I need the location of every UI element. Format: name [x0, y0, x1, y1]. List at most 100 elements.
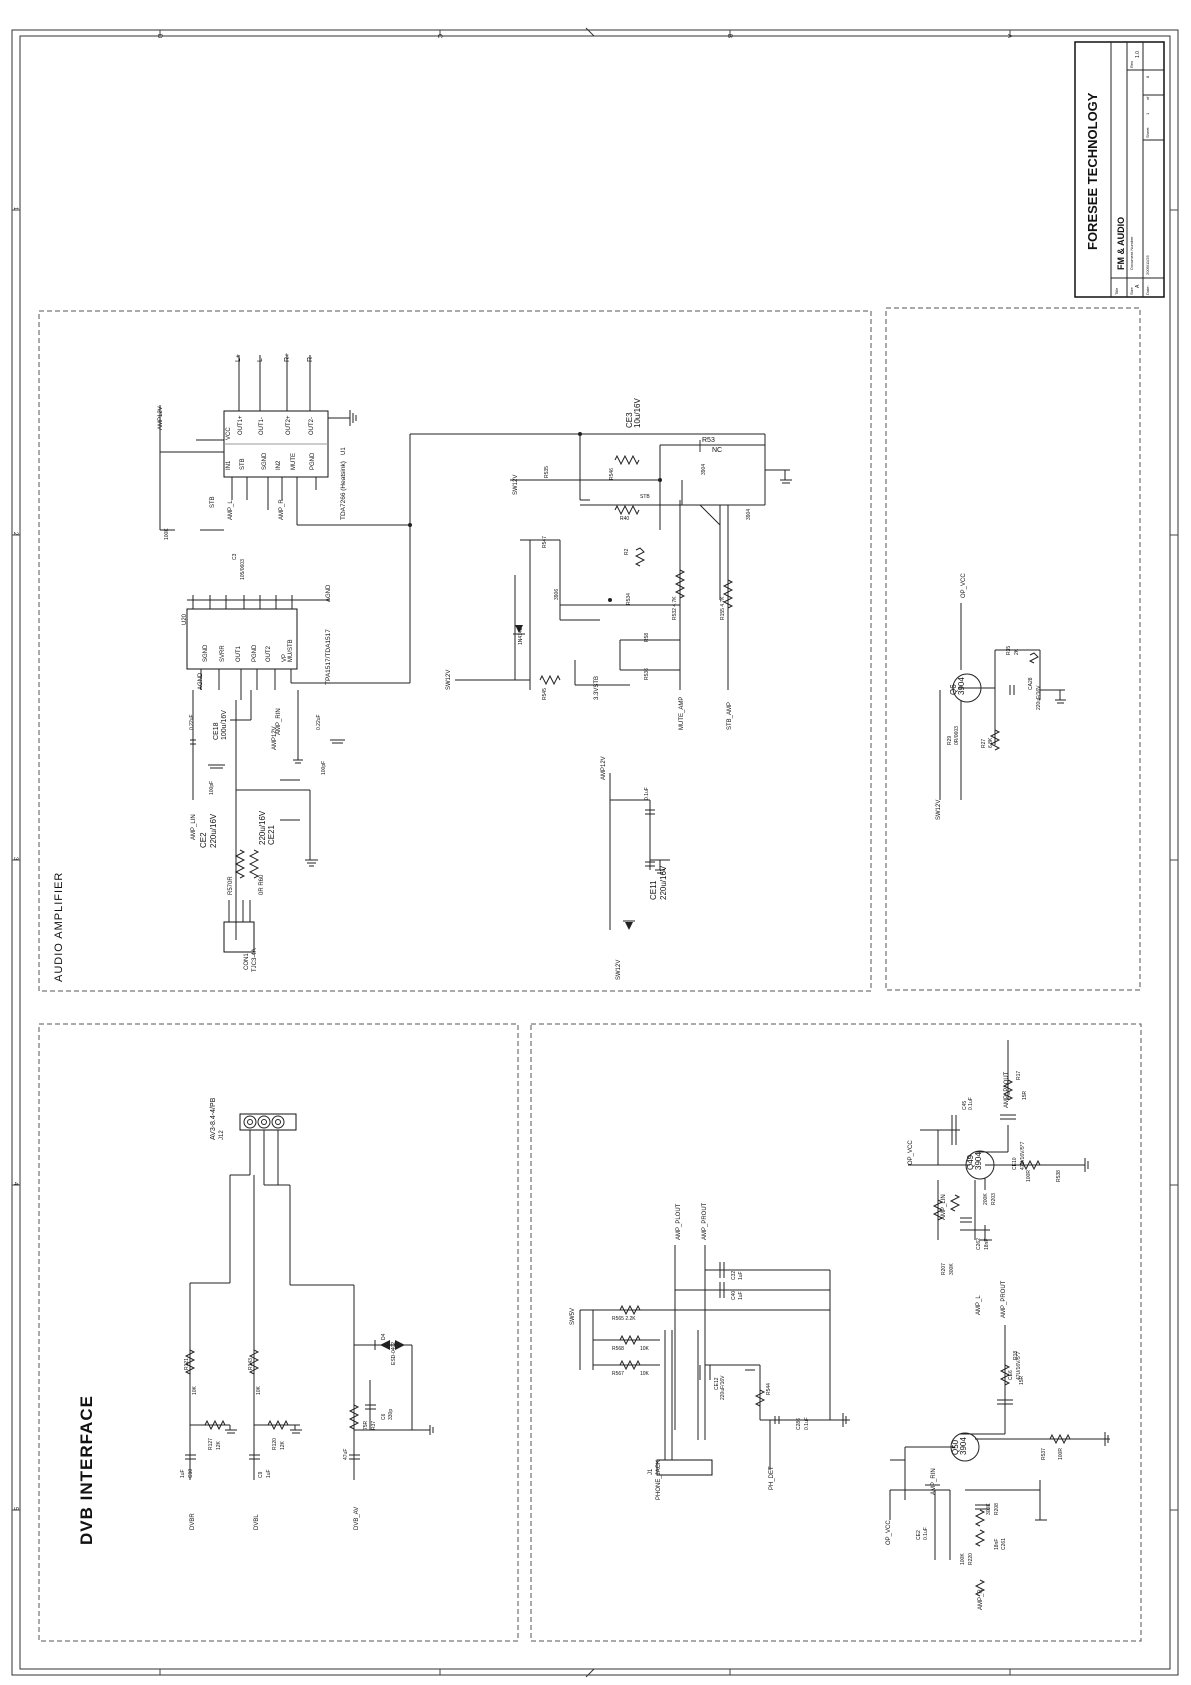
net-lm: L-	[257, 355, 264, 362]
ca28-val: 220uF/16V	[1036, 685, 1042, 710]
net-amp-prout-2: AMP_PROUT	[702, 1202, 708, 1240]
r17-val: 15R	[1022, 1090, 1028, 1100]
c3-val: 105/0603	[240, 559, 246, 580]
cap-022b: 0.22uF	[316, 714, 322, 730]
c261-ref: C261	[1001, 1538, 1007, 1550]
r203-val: 200K	[983, 1193, 989, 1205]
r121-val: 10K	[192, 1385, 198, 1395]
title-block: FORESEE TECHNOLOGY FM & AUDIO Title Size…	[1074, 41, 1165, 298]
c10-val: 1uF	[180, 1469, 186, 1478]
u20-part: TPA1517/TDA1517	[325, 629, 332, 685]
r532-ref: R532 4.7K	[672, 596, 678, 620]
c40-ref: C40	[731, 1291, 737, 1300]
pin-sgnd: SGND	[262, 452, 268, 470]
r18-val: 15R	[1019, 1375, 1025, 1385]
net-ph-det: PH_DET	[769, 1466, 775, 1490]
ce21-ref: CE21	[267, 824, 276, 845]
amp12v-filter	[609, 773, 670, 930]
border-ticks	[12, 30, 1178, 1675]
u1-part: TDA7266 (Heatsink)	[340, 461, 347, 520]
net-sw12v-4: SW12V	[936, 800, 942, 820]
q-3904-b: 3904	[746, 509, 752, 520]
border-mark: 5	[12, 1507, 18, 1511]
r567-val: 10K	[640, 1371, 650, 1377]
r536-ref: R536	[644, 668, 650, 680]
d4-val: ESD-0402	[391, 1342, 397, 1365]
pin-out2: OUT2	[266, 645, 272, 662]
c47-val: 47uF	[343, 1449, 349, 1460]
c45-val: 0.1uF	[968, 1097, 974, 1110]
net-op-vcc-2: OP_VCC	[908, 1140, 914, 1165]
c40-val: 1uF	[738, 1291, 744, 1300]
border-mark: 1	[12, 207, 18, 211]
pin-svrr: SVRR	[220, 645, 226, 662]
nc-label: NC	[712, 447, 722, 454]
cap-022a: 0.22uF	[189, 714, 195, 730]
net-amp-l: AMP_L	[976, 1295, 982, 1315]
r40-ref: R40	[620, 516, 629, 522]
c286-ref: C286	[796, 1418, 802, 1430]
net-33vstb: 3.3VSTB	[594, 676, 600, 700]
phone-jack-label: PHONE_JACK	[656, 1460, 662, 1500]
c32-val: 1uF	[738, 1271, 744, 1280]
preamp-left-channel	[908, 1040, 1089, 1241]
c262-ref: C262	[976, 1238, 982, 1250]
cap-01: 0.1uF	[644, 787, 650, 800]
q-3906: 3906	[554, 589, 560, 600]
r208-val: 300K	[986, 1503, 992, 1515]
r27-val: 6.8K	[988, 737, 994, 748]
q49-type: 3904	[974, 1152, 983, 1170]
r538-val: 100R	[1026, 1170, 1032, 1182]
size-label: Size	[1129, 286, 1134, 295]
r121-ref: R121	[184, 1358, 190, 1370]
c262-val: 18nF	[984, 1239, 990, 1250]
net-stb-amp: STB_AMP	[727, 702, 733, 730]
net-stb: STB	[210, 496, 216, 508]
r203-ref: R203	[991, 1193, 997, 1205]
pin-out1m: OUT1-	[259, 417, 265, 435]
r545-ref: R545	[542, 688, 548, 700]
q49-ref: Q49	[966, 1154, 975, 1170]
r37-val: 75R	[363, 1420, 369, 1430]
r127-val: 12K	[216, 1440, 222, 1450]
ce6-ref: CE6	[1008, 1370, 1014, 1380]
sheet-value: 1	[1145, 112, 1150, 115]
av-connector-type: AV3-8.4-4/PB	[210, 1097, 217, 1140]
audio-input-network	[190, 690, 345, 953]
q50-ref: Q50	[951, 1439, 960, 1455]
net-amp12v-3: AMP12V	[601, 756, 607, 780]
d4-ref: D4	[381, 1333, 387, 1340]
sheet-title: FM & AUDIO	[1116, 217, 1126, 270]
c45-ref: C45	[962, 1101, 968, 1110]
net-agnd: AGND	[326, 584, 332, 602]
u20-ref: U20	[182, 613, 188, 625]
r155-ref: R155 4.7K	[720, 596, 726, 620]
net-ampr: AMP_R	[279, 499, 285, 520]
r35-ref: R35	[1006, 646, 1012, 655]
border-mark: D	[156, 34, 162, 39]
r207-ref: R207	[941, 1263, 947, 1275]
r143-ref: R143	[248, 1358, 254, 1370]
r127-ref: R127	[208, 1438, 214, 1450]
ce6-val: 47U/16V/5*7	[1016, 1351, 1022, 1380]
border-mark: A	[1006, 34, 1012, 38]
ce3-ref: CE3	[625, 412, 634, 428]
net-agnd-2: AGND	[198, 672, 204, 690]
r546-ref: R546	[609, 468, 615, 480]
c261-val: 18nF	[994, 1539, 1000, 1550]
r220-val: 100K	[960, 1553, 966, 1565]
r143-val: 10K	[256, 1385, 262, 1395]
pin-sgnd: SGND	[203, 644, 209, 662]
net-sw12v-2: SW12V	[446, 670, 452, 690]
mute-standby-network	[408, 432, 792, 690]
border-mark: C	[436, 34, 442, 39]
net-rp: R+	[284, 353, 291, 362]
dvb-av-connector	[184, 1113, 434, 1480]
outer-border	[11, 29, 1179, 1676]
pin-in2: IN2	[276, 460, 282, 470]
q-3904-a: 3904	[701, 464, 707, 475]
net-amp12v-2: AMP12V	[272, 726, 278, 750]
con1-ref: CON1	[244, 953, 250, 970]
net-rm: R-	[307, 354, 314, 362]
r565-ref: R565 2.2K	[612, 1316, 636, 1322]
